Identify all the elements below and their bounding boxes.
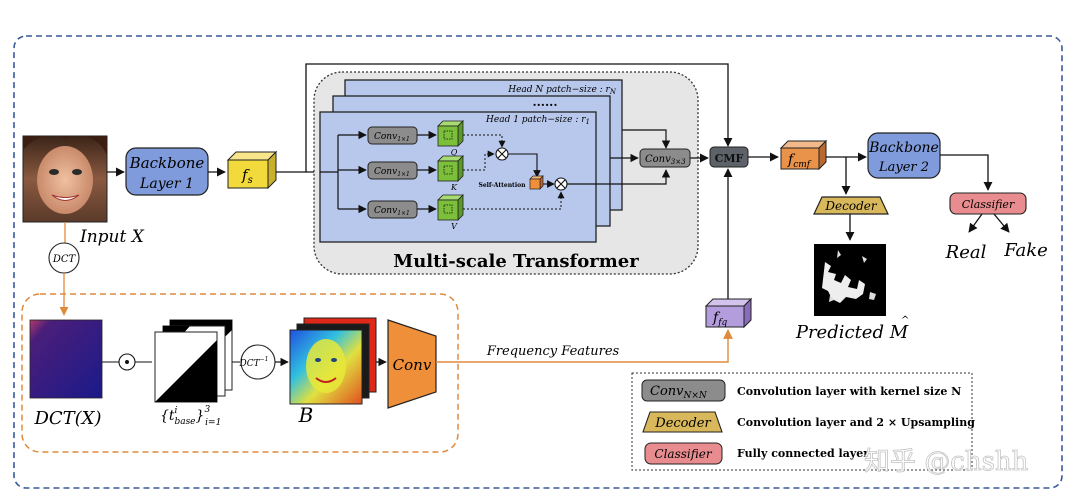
backbone-layer-1: Backbone Layer 1 — [125, 147, 209, 196]
elementwise-product-icon — [118, 353, 136, 371]
head-1-label: Head 1 patch−size : r1 — [485, 115, 590, 126]
input-image — [22, 135, 108, 223]
b-frequency-maps — [289, 317, 377, 405]
svg-text:Classifier: Classifier — [962, 198, 1015, 211]
self-attention-block — [529, 175, 544, 190]
svg-text:Conv: Conv — [393, 356, 432, 374]
legend-item-conv: ConvN×N Convolution layer with kernel si… — [641, 379, 961, 402]
legend-item-classifier: Classifier Fully connected layer — [644, 442, 869, 465]
svg-text:Convolution layer with kernel: Convolution layer with kernel size N — [737, 385, 961, 398]
v-cube: V — [437, 194, 464, 231]
svg-text:Backbone: Backbone — [129, 154, 205, 172]
svg-text:Q: Q — [451, 148, 458, 157]
svg-text:fs: fs — [241, 166, 253, 186]
frequency-branch-container — [21, 293, 459, 453]
fake-label: Fake — [1003, 240, 1048, 261]
legend-item-decoder: Decoder Convolution layer and 2 × Upsamp… — [642, 411, 975, 433]
predicted-mask-image — [814, 244, 886, 316]
svg-text:ConvN×N: ConvN×N — [650, 384, 708, 401]
backbone-layer-2: Backbone Layer 2 — [867, 132, 941, 179]
svg-text:DCT: DCT — [52, 254, 77, 265]
svg-text:Layer 1: Layer 1 — [139, 176, 194, 192]
svg-text:V: V — [451, 222, 458, 231]
dct-x-label: DCT(X) — [33, 408, 101, 429]
head-dots: ...... — [532, 95, 557, 109]
real-label: Real — [945, 242, 987, 263]
svg-text:Layer 2: Layer 2 — [878, 160, 929, 175]
cmf-block: CMF — [709, 146, 749, 168]
conv3x3: Conv3×3 — [639, 148, 691, 168]
predicted-label: Predicted M — [795, 322, 909, 343]
svg-text:Conv1×1: Conv1×1 — [374, 167, 410, 178]
hat-mark: ^ — [901, 315, 909, 326]
multiply-attn-v-icon — [554, 177, 568, 191]
b-label: B — [298, 403, 314, 427]
decoder-block: Decoder — [813, 196, 889, 215]
conv1x1-q: Conv1×1 — [367, 126, 418, 145]
frequency-conv-block: Conv — [387, 319, 437, 409]
svg-text:Conv1×1: Conv1×1 — [374, 132, 410, 143]
multiply-qk-icon — [495, 147, 509, 161]
feature-fcmf: fcmf — [779, 139, 828, 171]
svg-text:Convolution layer and 2 × Upsa: Convolution layer and 2 × Upsampling — [737, 416, 975, 429]
svg-text:Conv3×3: Conv3×3 — [645, 154, 686, 166]
feature-fs: fs — [226, 150, 278, 190]
svg-text:CMF: CMF — [715, 152, 744, 165]
svg-text:K: K — [450, 183, 458, 192]
classifier-block: Classifier — [949, 192, 1027, 215]
svg-text:Classifier: Classifier — [654, 447, 712, 461]
svg-text:ffq: ffq — [712, 310, 728, 328]
watermark: 知乎 @chshh — [864, 447, 1029, 477]
svg-text:Decoder: Decoder — [654, 416, 711, 431]
transformer-title: Multi-scale Transformer — [393, 251, 639, 272]
base-filter-masks — [154, 319, 233, 403]
conv1x1-k: Conv1×1 — [367, 161, 418, 180]
head-n-label: Head N patch−size : rN — [507, 85, 617, 96]
svg-text:Decoder: Decoder — [824, 199, 877, 213]
frequency-features-label: Frequency Features — [486, 344, 620, 359]
conv1x1-v: Conv1×1 — [367, 200, 418, 219]
q-cube: Q — [437, 120, 464, 157]
input-label: Input X — [79, 227, 145, 247]
self-attention-label: Self-Attention — [479, 182, 527, 189]
feature-ffq: ffq — [704, 297, 753, 329]
dct-node: DCT — [48, 242, 80, 274]
k-cube: K — [437, 155, 464, 192]
svg-text:Fully connected layer: Fully connected layer — [737, 447, 869, 460]
dct-spectrum-image — [29, 319, 103, 399]
outer-dashed-frame — [13, 35, 1063, 489]
svg-text:Conv1×1: Conv1×1 — [374, 206, 410, 217]
svg-text:Backbone: Backbone — [868, 140, 939, 156]
svg-text:fcmf: fcmf — [787, 152, 812, 170]
svg-text:DCT−1: DCT−1 — [239, 356, 269, 369]
idct-node: DCT−1 — [239, 344, 276, 380]
